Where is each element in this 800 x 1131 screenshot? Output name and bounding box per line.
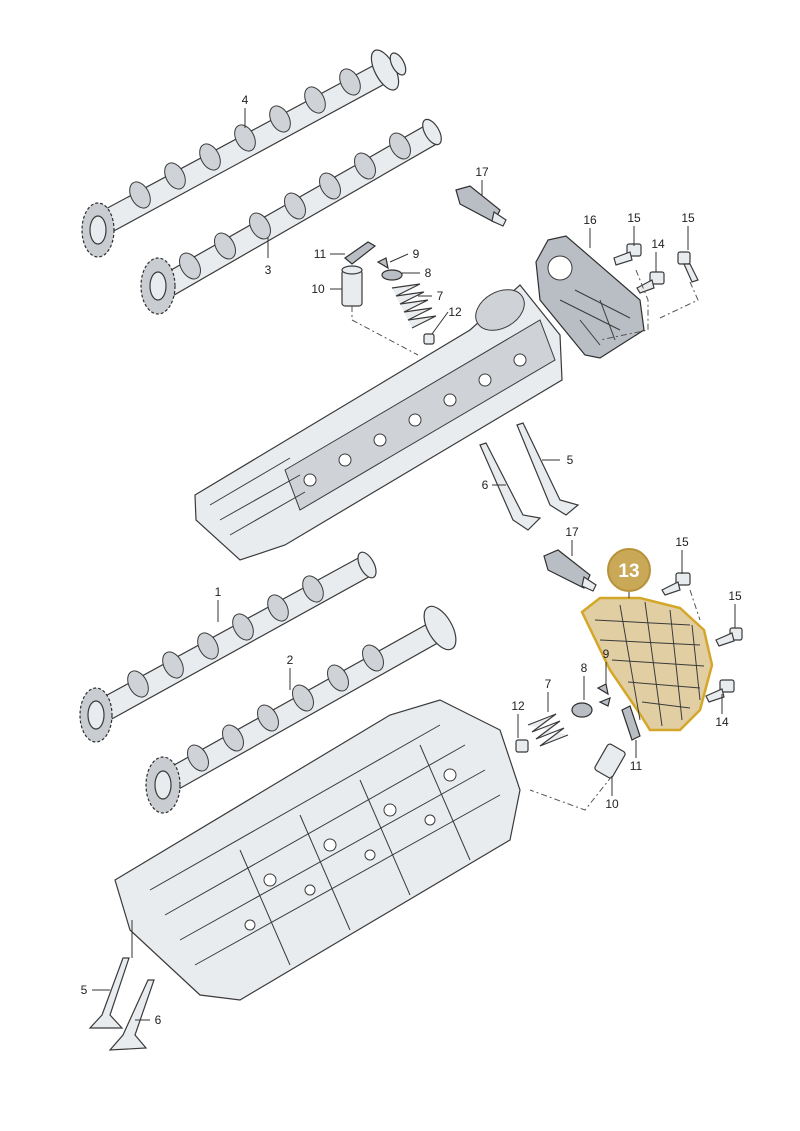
spring-retainer-8-bottom[interactable] (571, 702, 593, 718)
rocker-arm-11-top[interactable] (344, 241, 377, 265)
callout-15-bottom-b[interactable]: 15 (728, 589, 742, 603)
callout-16[interactable]: 16 (583, 213, 597, 227)
callout-11-bottom[interactable]: 11 (630, 759, 643, 773)
top-callout-labels: 4 3 17 16 15 15 14 11 9 8 10 7 12 5 6 (242, 93, 695, 492)
valve-6-top[interactable] (479, 442, 542, 531)
top-leader-lines (244, 108, 699, 486)
callout-8-bottom[interactable]: 8 (581, 661, 588, 675)
hydraulic-lifter-10-top[interactable] (341, 265, 363, 307)
callout-17-bottom[interactable]: 17 (565, 525, 579, 539)
valve-spring-7-top[interactable] (391, 283, 437, 329)
callout-3[interactable]: 3 (265, 263, 272, 277)
rocker-arm-11-bottom[interactable] (621, 705, 641, 741)
camshaft-1[interactable] (97, 549, 380, 721)
valve-stem-seal-12-bottom[interactable] (515, 739, 529, 753)
valve-stem-seal-12-top[interactable] (423, 333, 435, 345)
cylinder-head-bottom[interactable] (114, 699, 521, 1001)
callout-6-top[interactable]: 6 (482, 478, 489, 492)
bolt-15-top-a[interactable] (613, 243, 642, 266)
callout-5-bottom[interactable]: 5 (81, 983, 88, 997)
timing-cover-13-highlighted[interactable] (580, 596, 714, 732)
camshaft-3[interactable] (149, 116, 445, 303)
valve-keeper-9-bottom[interactable] (596, 683, 611, 707)
callout-10-bottom[interactable]: 10 (605, 797, 619, 811)
bolt-15-bottom-b[interactable] (715, 627, 743, 647)
valve-5-bottom[interactable] (88, 957, 130, 1029)
callout-15-bottom-a[interactable]: 15 (675, 535, 689, 549)
hydraulic-lifter-10-bottom[interactable] (594, 743, 626, 779)
callout-12-top[interactable]: 12 (448, 305, 462, 319)
camshaft-3-gear (140, 257, 176, 315)
callout-10-top[interactable]: 10 (311, 282, 325, 296)
callout-1[interactable]: 1 (215, 585, 222, 599)
valve-spring-7-bottom[interactable] (527, 713, 569, 747)
callout-2[interactable]: 2 (287, 653, 294, 667)
timing-cover-16[interactable] (535, 235, 645, 359)
callout-9-bottom[interactable]: 9 (603, 647, 610, 661)
sealant-tube-17-bottom[interactable] (543, 549, 597, 592)
callout-9-top[interactable]: 9 (413, 247, 420, 261)
callout-4[interactable]: 4 (242, 93, 249, 107)
callout-6-bottom[interactable]: 6 (155, 1013, 162, 1027)
valve-keeper-9-top[interactable] (376, 257, 389, 270)
callout-17-top[interactable]: 17 (475, 165, 489, 179)
bottom-leader-lines (92, 540, 736, 1021)
callout-15-top-a[interactable]: 15 (627, 211, 641, 225)
callout-11-top[interactable]: 11 (314, 247, 327, 261)
bottom-callout-labels: 17 15 15 14 1 2 7 8 9 12 11 10 5 6 (81, 525, 742, 1027)
camshaft-4-gear (81, 202, 115, 258)
callout-12-bottom[interactable]: 12 (511, 699, 525, 713)
bolt-14-top[interactable] (636, 271, 665, 294)
callout-badge-13[interactable]: 13 (607, 548, 651, 598)
callout-5-top[interactable]: 5 (567, 453, 574, 467)
callout-14-top[interactable]: 14 (651, 237, 665, 251)
camshaft-4[interactable] (99, 46, 409, 233)
spring-retainer-8-top[interactable] (381, 269, 403, 281)
cylinder-head-top[interactable] (194, 281, 563, 561)
callout-8-top[interactable]: 8 (425, 266, 432, 280)
camshaft-2-gear (145, 756, 181, 814)
bolt-15-bottom-a[interactable] (661, 572, 691, 596)
sealant-tube-17-top[interactable] (455, 185, 507, 227)
bolt-14-bottom[interactable] (705, 679, 735, 703)
callout-badge-13-text: 13 (618, 561, 639, 582)
callout-7-bottom[interactable]: 7 (545, 677, 552, 691)
valve-5-top[interactable] (516, 422, 580, 516)
callout-14-bottom[interactable]: 14 (715, 715, 729, 729)
callout-15-top-b[interactable]: 15 (681, 211, 695, 225)
bolt-15-top-b[interactable] (677, 251, 699, 283)
callout-7-top[interactable]: 7 (437, 289, 444, 303)
camshaft-2[interactable] (157, 601, 462, 795)
valve-6-bottom[interactable] (108, 979, 155, 1051)
camshaft-1-gear (79, 687, 113, 743)
